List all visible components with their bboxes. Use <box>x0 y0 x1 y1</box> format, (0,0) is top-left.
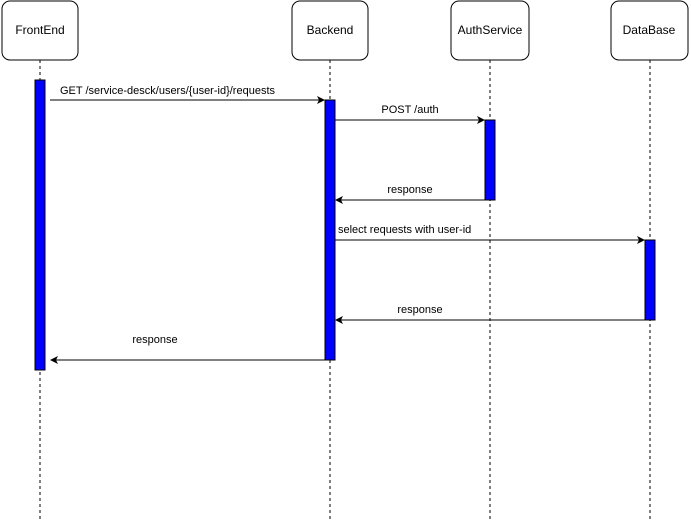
message-get-requests[interactable]: GET /service-desck/users/{user-id}/reque… <box>50 85 325 104</box>
participant-backend[interactable]: Backend <box>291 0 369 61</box>
activation-authservice <box>484 119 496 201</box>
participant-label-backend: Backend <box>307 23 354 37</box>
message-select-requests[interactable]: select requests with user-id <box>335 224 645 244</box>
activation-backend <box>324 99 336 361</box>
participant-label-authservice: AuthService <box>458 23 523 37</box>
message-db-response[interactable]: response <box>335 304 645 324</box>
message-label: select requests with user-id <box>338 224 471 236</box>
activation-database <box>644 239 656 321</box>
participant-label-frontend: FrontEnd <box>15 23 64 37</box>
message-label: POST /auth <box>381 104 438 116</box>
message-label: GET /service-desck/users/{user-id}/reque… <box>60 85 275 97</box>
participant-frontend[interactable]: FrontEnd <box>1 0 79 61</box>
activation-frontend <box>34 79 46 371</box>
message-auth-response[interactable]: response <box>335 184 485 204</box>
message-label: response <box>132 334 177 346</box>
message-post-auth[interactable]: POST /auth <box>335 104 485 124</box>
participant-authservice[interactable]: AuthService <box>450 0 530 61</box>
message-backend-response[interactable]: response <box>50 334 325 364</box>
message-label: response <box>397 304 442 316</box>
participant-database[interactable]: DataBase <box>610 0 689 61</box>
message-label: response <box>387 184 432 196</box>
participant-label-database: DataBase <box>623 23 676 37</box>
